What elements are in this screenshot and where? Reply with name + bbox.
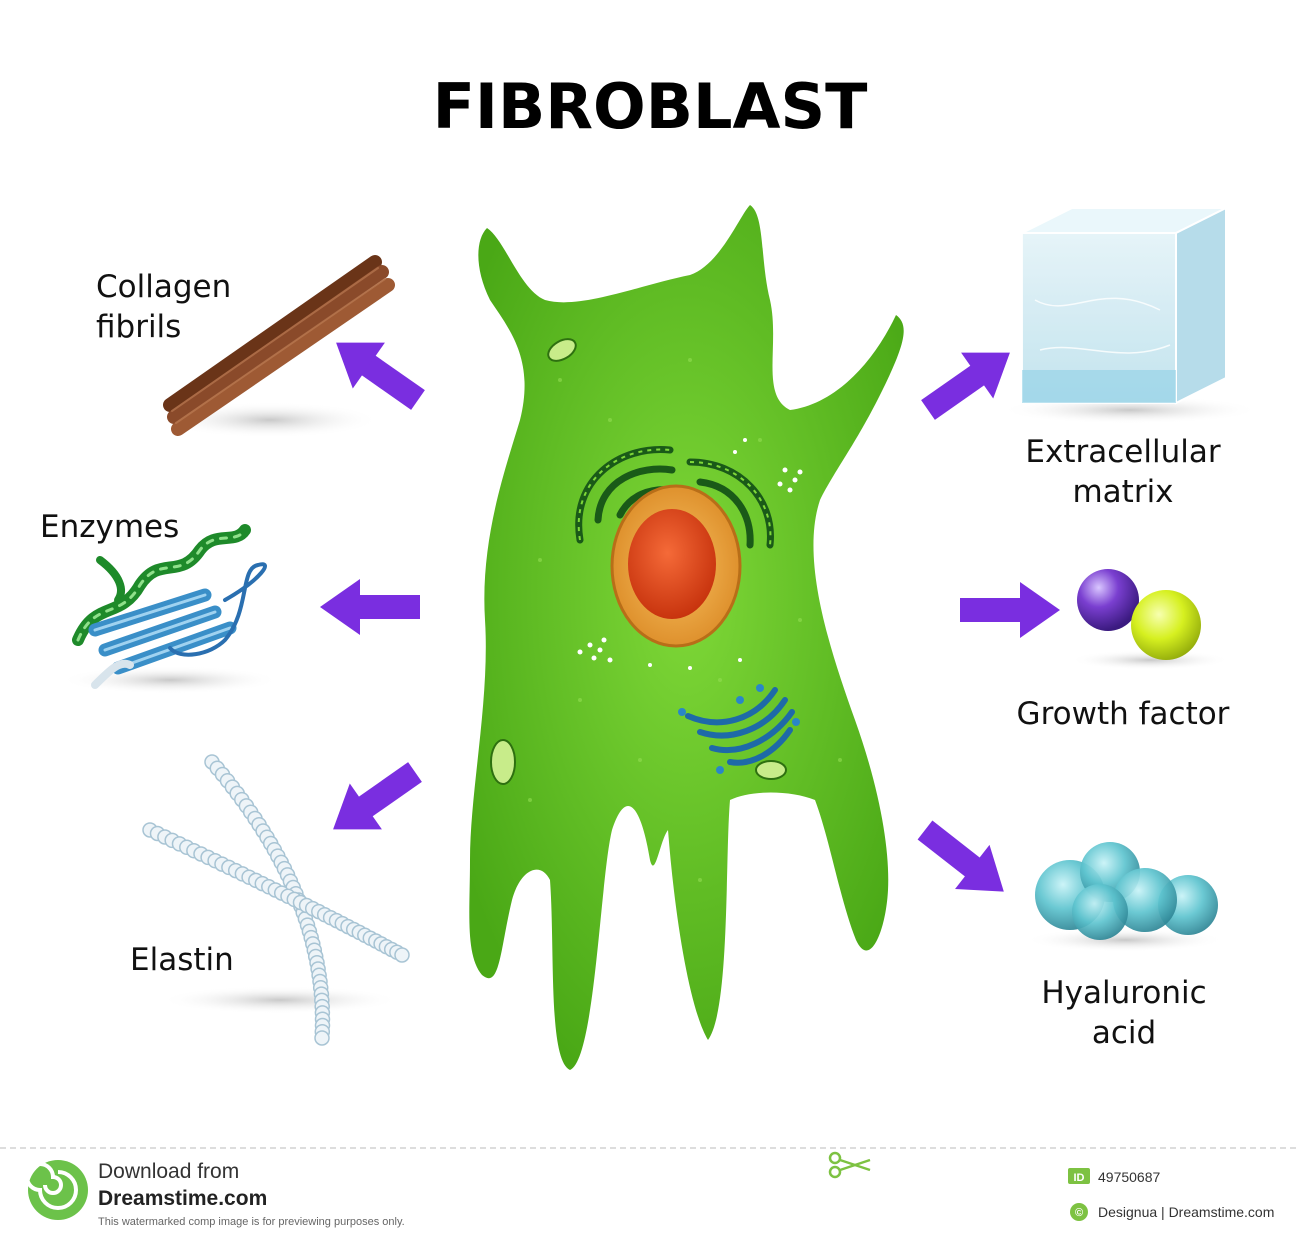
footer-notice: This watermarked comp image is for previ… <box>98 1216 405 1228</box>
footer-bar: Download from Dreamstime.com This waterm… <box>0 1147 1300 1228</box>
label-collagen-line2: fibrils <box>96 309 181 345</box>
arrow-to-elastin <box>333 762 422 830</box>
label-growth-factor: Growth factor <box>1017 696 1230 732</box>
label-elastin: Elastin <box>130 942 234 978</box>
diagram-title: FIBROBLAST <box>433 70 868 143</box>
mitochondria <box>490 338 787 785</box>
footer-image-id: 49750687 <box>1098 1169 1161 1185</box>
arrow-to-hyaluronic-acid <box>917 820 1004 892</box>
footer-site[interactable]: Dreamstime.com <box>98 1187 267 1210</box>
dreamstime-logo-icon <box>25 1160 88 1220</box>
svg-text:©: © <box>1075 1207 1083 1219</box>
label-collagen-line1: Collagen <box>96 269 231 305</box>
elastin-illustration <box>142 754 410 1046</box>
hyaluronic-acid-illustration <box>1025 842 1225 952</box>
label-hyaluronic-line2: acid <box>1092 1015 1156 1051</box>
arrow-to-collagen <box>336 342 425 410</box>
id-badge-icon <box>1068 1168 1090 1184</box>
footer-download-from: Download from <box>98 1160 239 1183</box>
elastin-bead <box>394 947 410 963</box>
fibroblast-cell <box>469 205 904 1070</box>
label-ecm-line2: matrix <box>1072 474 1173 510</box>
collagen-fibrils-illustration <box>160 255 395 438</box>
nucleus <box>610 484 742 648</box>
elastin-bead <box>314 1030 330 1046</box>
arrow-to-extracellular-matrix <box>921 352 1010 420</box>
enzymes-illustration <box>60 524 280 694</box>
growth-factor-illustration <box>1070 569 1230 670</box>
extracellular-matrix-illustration <box>1000 206 1260 424</box>
arrows <box>320 342 1060 892</box>
arrow-to-enzymes <box>320 579 420 635</box>
scissors-icon <box>828 1151 871 1179</box>
label-enzymes: Enzymes <box>40 509 179 545</box>
footer-id-badge: ID <box>1074 1172 1085 1184</box>
arrow-to-growth-factor <box>960 582 1060 638</box>
label-hyaluronic-line1: Hyaluronic <box>1041 975 1206 1011</box>
copyright-icon <box>1070 1203 1088 1221</box>
label-ecm-line1: Extracellular <box>1025 434 1220 470</box>
golgi-apparatus <box>685 687 795 766</box>
footer-credit: Designua | Dreamstime.com <box>1098 1204 1274 1220</box>
